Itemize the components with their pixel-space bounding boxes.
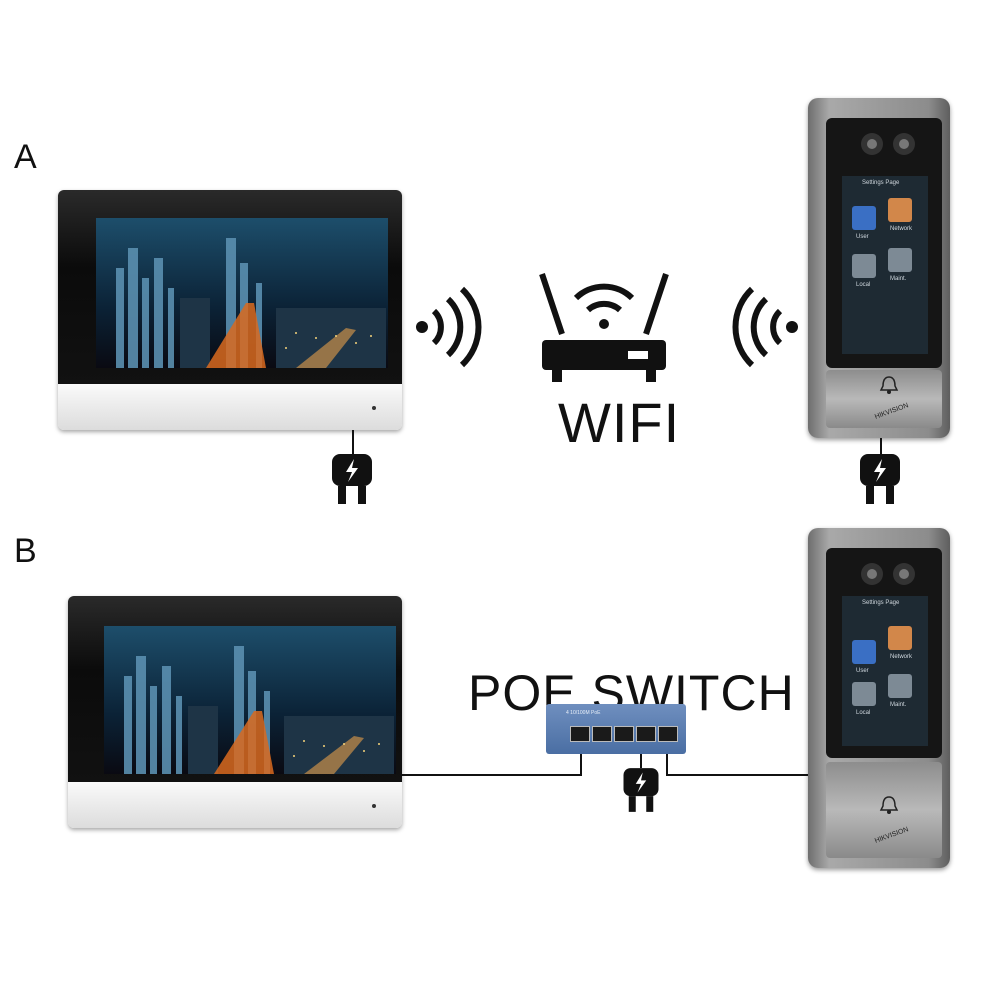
gear-icon bbox=[852, 254, 876, 278]
ethernet-cable-left bbox=[402, 774, 582, 776]
power-cable-door-a bbox=[880, 438, 882, 460]
camera-lens-icon-b bbox=[861, 563, 915, 585]
wrench-icon bbox=[888, 248, 912, 272]
monitor-screen-b bbox=[104, 626, 396, 774]
tile-label-network-b: Network bbox=[890, 654, 913, 660]
network-icon-b bbox=[888, 626, 912, 650]
door-lcd-a: Settings Page User Network Local Maint. bbox=[842, 176, 928, 354]
switch-port bbox=[658, 726, 678, 742]
power-cable-a bbox=[352, 430, 354, 460]
switch-port bbox=[592, 726, 612, 742]
city-night-image bbox=[96, 218, 388, 368]
city-night-image-b bbox=[104, 626, 396, 774]
user-icon-b bbox=[852, 640, 876, 664]
power-plug-icon-switch bbox=[623, 768, 659, 812]
wireless-signal-icon-left bbox=[416, 286, 482, 368]
tile-label-local-b: Local bbox=[856, 710, 871, 716]
section-label-b: B bbox=[14, 532, 37, 570]
indoor-monitor-b bbox=[68, 596, 402, 828]
wifi-label: WIFI bbox=[558, 391, 681, 454]
tile-label-local: Local bbox=[856, 282, 871, 288]
section-label-a: A bbox=[14, 138, 37, 176]
door-station-a: Settings Page User Network Local Maint. … bbox=[808, 98, 950, 438]
gear-icon-b bbox=[852, 682, 876, 706]
door-station-b: Settings Page User Network Local Maint. … bbox=[808, 528, 950, 868]
doorbell-icon-b bbox=[879, 796, 899, 814]
ethernet-cable-right-riser bbox=[666, 742, 668, 776]
camera-lens-icon bbox=[861, 133, 915, 155]
ethernet-cable-right bbox=[666, 774, 808, 776]
power-plug-icon bbox=[332, 454, 372, 504]
tile-label-network: Network bbox=[890, 226, 913, 232]
monitor-screen-a bbox=[96, 218, 388, 368]
tile-label-maint: Maint. bbox=[890, 276, 907, 282]
settings-title-b: Settings Page bbox=[862, 600, 900, 606]
power-cable-switch bbox=[640, 754, 642, 768]
power-plug-icon-door bbox=[860, 454, 900, 504]
switch-port bbox=[636, 726, 656, 742]
user-icon bbox=[852, 206, 876, 230]
tile-label-user-b: User bbox=[856, 668, 869, 674]
door-lcd-b: Settings Page User Network Local Maint. bbox=[842, 596, 928, 746]
wrench-icon-b bbox=[888, 674, 912, 698]
ethernet-cable-left-riser bbox=[580, 742, 582, 776]
switch-model-text: 4 10/100M PoE bbox=[566, 710, 601, 716]
wireless-signal-icon-right bbox=[732, 286, 798, 368]
switch-port bbox=[614, 726, 634, 742]
switch-port bbox=[570, 726, 590, 742]
doorbell-icon bbox=[879, 376, 899, 394]
network-icon bbox=[888, 198, 912, 222]
indoor-monitor-a bbox=[58, 190, 402, 430]
wifi-router-icon bbox=[539, 273, 669, 382]
poe-switch: 4 10/100M PoE bbox=[546, 704, 686, 754]
tile-label-user: User bbox=[856, 234, 869, 240]
tile-label-maint-b: Maint. bbox=[890, 702, 907, 708]
settings-title: Settings Page bbox=[862, 180, 900, 186]
